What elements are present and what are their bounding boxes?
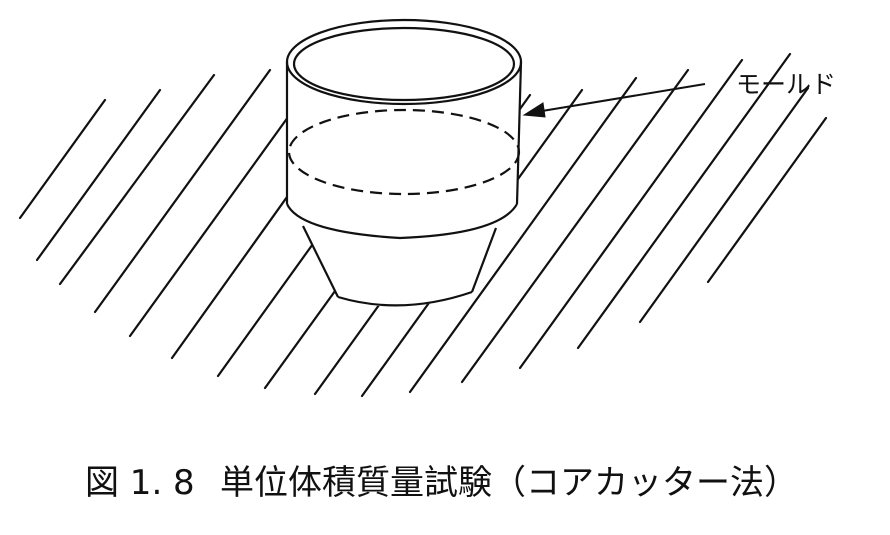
- ground-hatching: [18, 52, 828, 398]
- figure-title: 単位体積質量試験（コアカッター法）: [220, 463, 798, 503]
- callout-leader-line: [529, 83, 706, 114]
- soil-level-dashed: [287, 108, 521, 196]
- mold-side-right: [515, 61, 523, 205]
- figure-number: 図 1. 8: [85, 463, 195, 503]
- cutter-bottom-edge: [337, 290, 473, 307]
- cutter-taper-left: [302, 225, 339, 298]
- mold-rim-outer: [285, 18, 523, 106]
- callout-arrowhead: [522, 102, 546, 118]
- mold-callout: [522, 83, 706, 118]
- mold-body-bottom: [286, 203, 518, 240]
- callout-label: モールド: [736, 70, 836, 99]
- cutter-taper-right: [470, 227, 498, 293]
- mold-cylinder: [285, 18, 523, 307]
- mold-rim-inner: [292, 26, 516, 102]
